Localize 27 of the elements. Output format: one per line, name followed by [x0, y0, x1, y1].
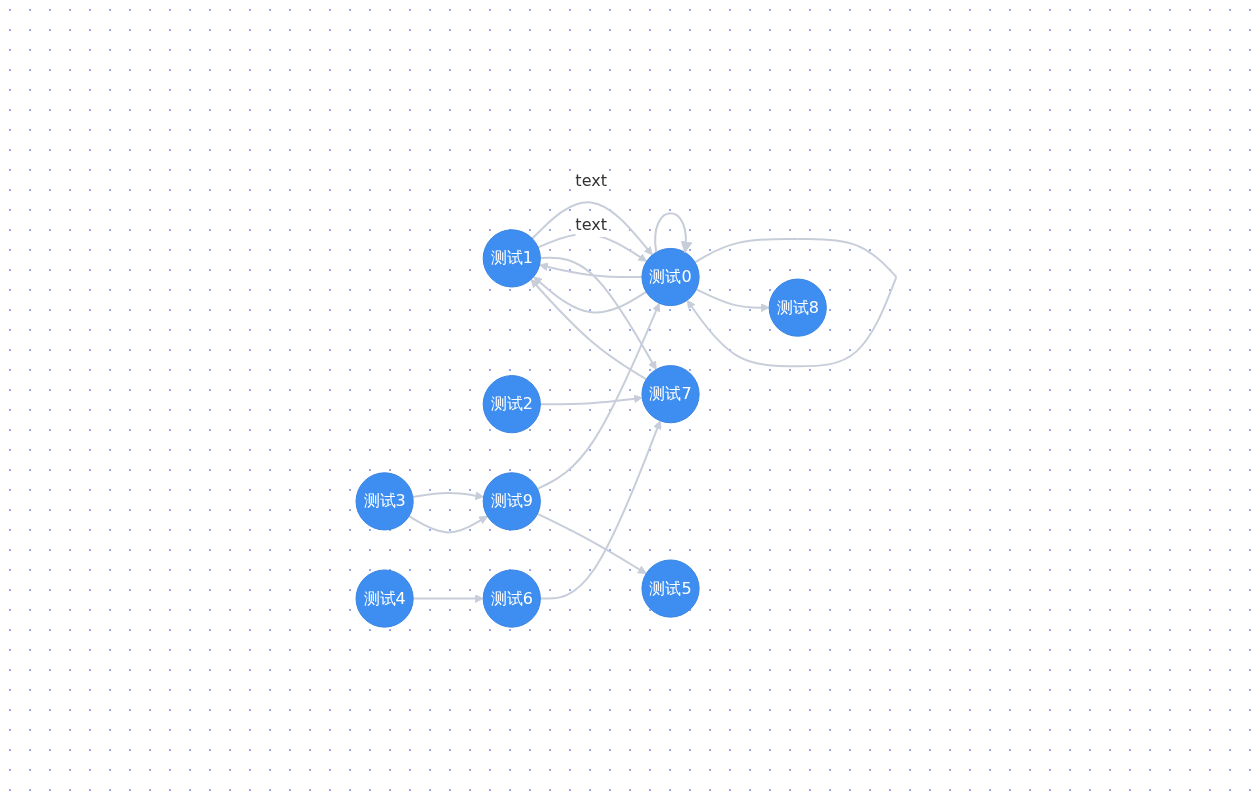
arrow: [530, 279, 647, 381]
edge-label: text: [575, 214, 607, 234]
arrow: [653, 212, 692, 254]
node-circle: 测试1: [482, 229, 541, 288]
node-circle: 测试8: [768, 278, 827, 337]
arrow: [536, 512, 647, 574]
node-circle: 测试6: [482, 569, 541, 628]
arrow: [539, 394, 643, 406]
arrow: [532, 276, 647, 314]
node-circle: 测试0: [641, 247, 700, 306]
edge-label: text: [575, 170, 607, 190]
arrow: [531, 201, 653, 256]
arrow: [411, 594, 484, 603]
node-circle: 测试2: [482, 375, 541, 434]
arrow: [411, 491, 484, 500]
arrow: [407, 515, 488, 534]
arrow: [539, 420, 662, 600]
node-circle: 测试7: [641, 365, 700, 424]
arrow: [686, 237, 898, 368]
arrow: [539, 256, 657, 370]
arrow: [536, 302, 660, 490]
node-circle: 测试3: [355, 472, 414, 531]
arrow: [695, 288, 770, 312]
node-circle: 测试5: [641, 559, 700, 618]
arrow: [539, 262, 643, 278]
node-circle: 测试9: [482, 472, 541, 531]
node-circle: 测试4: [355, 569, 414, 628]
